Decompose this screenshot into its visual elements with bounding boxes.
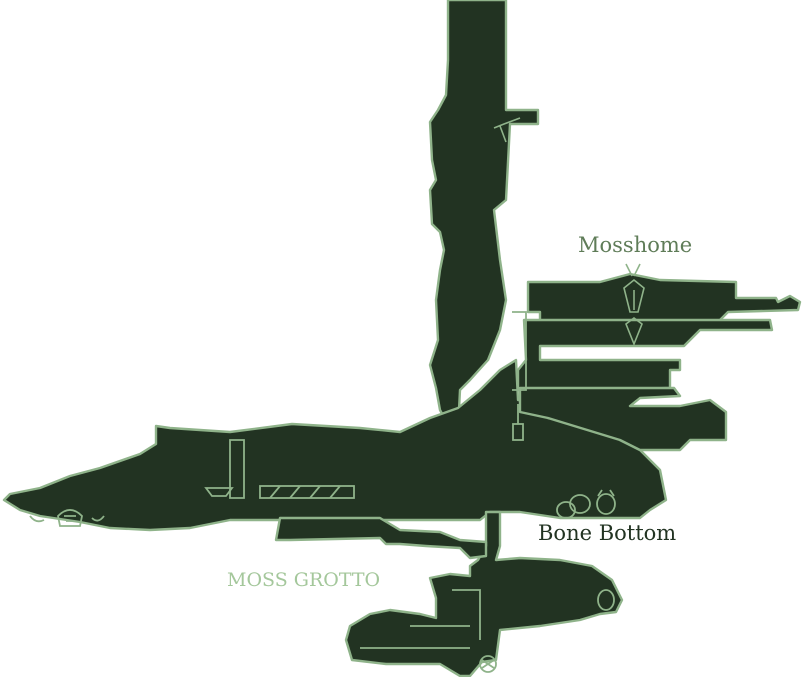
shrine-icon [29, 509, 105, 527]
corridor-divider-left [229, 439, 245, 499]
room-mosshome-mid [516, 318, 774, 394]
bell-icon [493, 117, 521, 143]
bench-icon [204, 485, 355, 499]
map-label-moss-grotto: MOSS GROTTO [227, 569, 381, 591]
pod-icon [479, 589, 615, 673]
map-label-mosshome: Mosshome [578, 233, 693, 257]
room-mosshome-top [526, 272, 802, 324]
map-label-bone-bottom: Bone Bottom [538, 521, 677, 545]
room-lower-shaft [344, 510, 624, 677]
shaft-inner-wall [452, 589, 481, 640]
hanging-lantern-icon [512, 404, 524, 441]
room-upper-shaft [428, 0, 540, 434]
corridor-divider-mid [512, 311, 527, 391]
room-central-corridor [2, 358, 668, 532]
room-mosshome-lower [518, 386, 728, 452]
stag-station-icon [623, 263, 645, 347]
map-inner-details [229, 311, 527, 649]
bug-eggs-icon [556, 489, 616, 519]
room-moss-grotto-tunnel [274, 516, 488, 560]
